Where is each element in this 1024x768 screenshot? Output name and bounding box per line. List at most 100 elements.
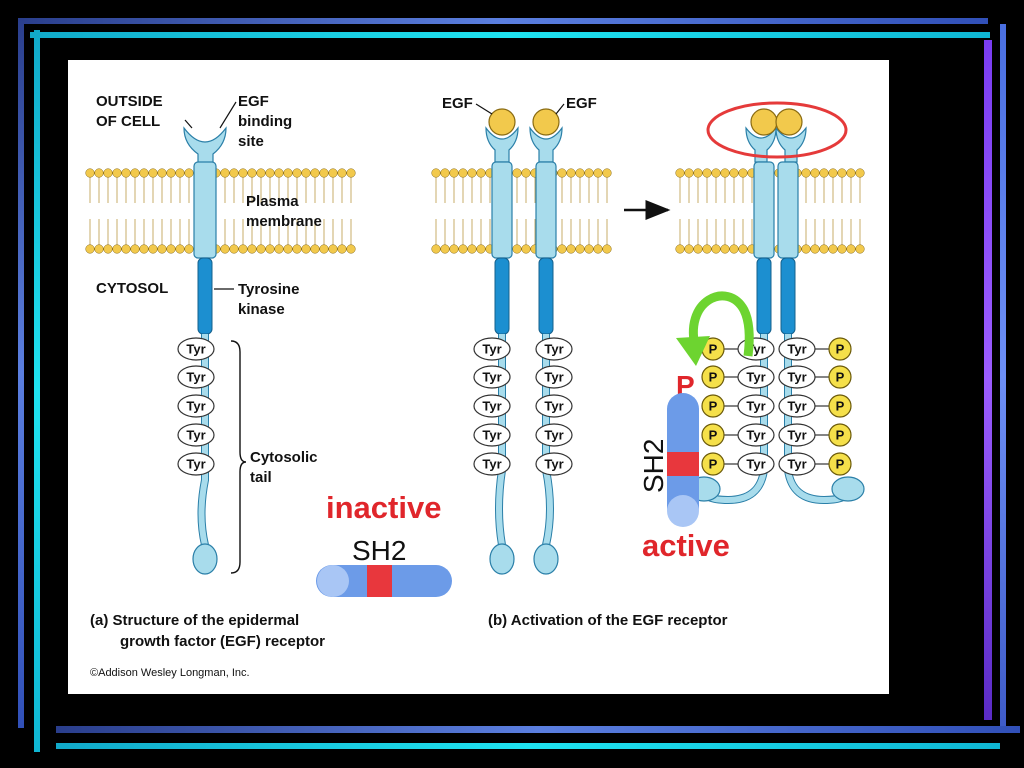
tyr-label: Tyr [186, 457, 205, 472]
tyr-residue-a: Tyr [177, 365, 215, 389]
dimer-highlight-circle [706, 101, 848, 159]
phosphate-label: P [836, 370, 845, 385]
tyr-residue-dimer-right: Tyr [778, 452, 816, 476]
tyr-residue-dimer-right: Tyr [778, 423, 816, 447]
phosphate: P [828, 365, 852, 389]
caption-a-line1: (a) Structure of the epidermal [90, 612, 299, 629]
phosphate: P [701, 452, 725, 476]
tyr-label: Tyr [482, 399, 501, 414]
label-cytosol: CYTOSOL [96, 280, 168, 297]
frame-right-blue [1000, 24, 1006, 728]
tyr-label: Tyr [787, 342, 806, 357]
tyr-residue-dimer-left: Tyr [737, 423, 775, 447]
egf-ligand-dimer-right [775, 108, 803, 136]
tyr-label: Tyr [746, 428, 765, 443]
tyr-label: Tyr [746, 457, 765, 472]
egf-ligand-left [488, 108, 516, 136]
tyr-label: Tyr [544, 342, 563, 357]
tyr-label: Tyr [787, 399, 806, 414]
tyr-label: Tyr [186, 370, 205, 385]
phosphate: P [701, 365, 725, 389]
label-membrane-line1: Plasma [246, 193, 299, 210]
tyr-residue-b-left: Tyr [473, 394, 511, 418]
frame-bottom-cyan [56, 743, 1000, 749]
phosphate: P [828, 423, 852, 447]
tyr-residue-b-right: Tyr [535, 423, 573, 447]
label-egf-left: EGF [442, 95, 473, 112]
copyright-text: ©Addison Wesley Longman, Inc. [90, 667, 250, 679]
frame-top-blue [18, 18, 988, 24]
label-tail-line2: tail [250, 469, 272, 486]
phosphate: P [828, 337, 852, 361]
membrane-bilayer-1 [85, 168, 356, 254]
tyr-residue-a: Tyr [177, 423, 215, 447]
tyr-residue-dimer-right: Tyr [778, 365, 816, 389]
tyr-label: Tyr [186, 428, 205, 443]
frame-bottom-blue [56, 726, 1020, 733]
phosphate-label: P [709, 370, 718, 385]
tyr-label: Tyr [544, 457, 563, 472]
label-tail-line1: Cytosolic [250, 449, 318, 466]
tyr-residue-dimer-left: Tyr [737, 337, 775, 361]
tyr-residue-dimer-left: Tyr [737, 394, 775, 418]
receptor-dimer [687, 126, 865, 505]
label-membrane-line2: membrane [246, 213, 322, 230]
phosphate-label: P [709, 342, 718, 357]
tyr-residue-b-right: Tyr [535, 452, 573, 476]
tyr-residue-dimer-left: Tyr [737, 365, 775, 389]
tyr-label: Tyr [186, 342, 205, 357]
phosphate-label: P [836, 399, 845, 414]
tyr-label: Tyr [787, 457, 806, 472]
label-egf-site-line1: EGF [238, 93, 269, 110]
label-outside-line1: OUTSIDE [96, 93, 163, 110]
phosphate-label: P [836, 342, 845, 357]
tyr-residue-a: Tyr [177, 394, 215, 418]
tyr-residue-b-left: Tyr [473, 365, 511, 389]
tyr-label: Tyr [746, 370, 765, 385]
phosphate-label: P [709, 428, 718, 443]
label-egf-site-line2: binding [238, 113, 292, 130]
egf-ligand-right [532, 108, 560, 136]
tyr-label: Tyr [482, 428, 501, 443]
frame-left-cyan [34, 30, 40, 752]
tyr-label: Tyr [482, 457, 501, 472]
label-kinase-line2: kinase [238, 301, 285, 318]
tyr-label: Tyr [544, 370, 563, 385]
tyr-residue-a: Tyr [177, 452, 215, 476]
caption-b: (b) Activation of the EGF receptor [488, 612, 728, 629]
tyr-label: Tyr [746, 399, 765, 414]
tyr-label: Tyr [544, 428, 563, 443]
frame-left-blue [18, 18, 24, 728]
tyr-label: Tyr [482, 370, 501, 385]
tyr-label: Tyr [186, 399, 205, 414]
autophosphorylation-arrowhead [676, 336, 710, 366]
phosphate-label: P [709, 457, 718, 472]
tyr-label: Tyr [787, 428, 806, 443]
tyr-residue-dimer-left: Tyr [737, 452, 775, 476]
phosphate: P [701, 394, 725, 418]
tyr-residue-dimer-right: Tyr [778, 394, 816, 418]
phosphate: P [828, 394, 852, 418]
egf-binding-site-a [183, 126, 227, 165]
membrane-bilayer-2 [431, 168, 612, 254]
egf-receptor-diagram: OUTSIDE OF CELL EGF binding site Plasma … [85, 93, 865, 679]
phosphate-label: P [836, 457, 845, 472]
phosphate: P [828, 452, 852, 476]
phosphate-label: P [836, 428, 845, 443]
label-outside-line2: OF CELL [96, 113, 160, 130]
frame-top-cyan [30, 32, 990, 38]
tyr-residue-b-right: Tyr [535, 394, 573, 418]
tyr-residue-b-right: Tyr [535, 337, 573, 361]
tyr-residue-b-left: Tyr [473, 423, 511, 447]
phosphate-label: P [709, 399, 718, 414]
label-egf-site-line3: site [238, 133, 264, 150]
tyr-residue-a: Tyr [177, 337, 215, 361]
tail-end-a [192, 543, 218, 575]
tyr-residue-dimer-right: Tyr [778, 337, 816, 361]
egf-ligand-dimer-left [750, 108, 778, 136]
autophosphorylation-arrow [689, 291, 754, 357]
tyr-residue-b-right: Tyr [535, 365, 573, 389]
caption-a-line2: growth factor (EGF) receptor [120, 633, 325, 650]
tyr-label: Tyr [787, 370, 806, 385]
